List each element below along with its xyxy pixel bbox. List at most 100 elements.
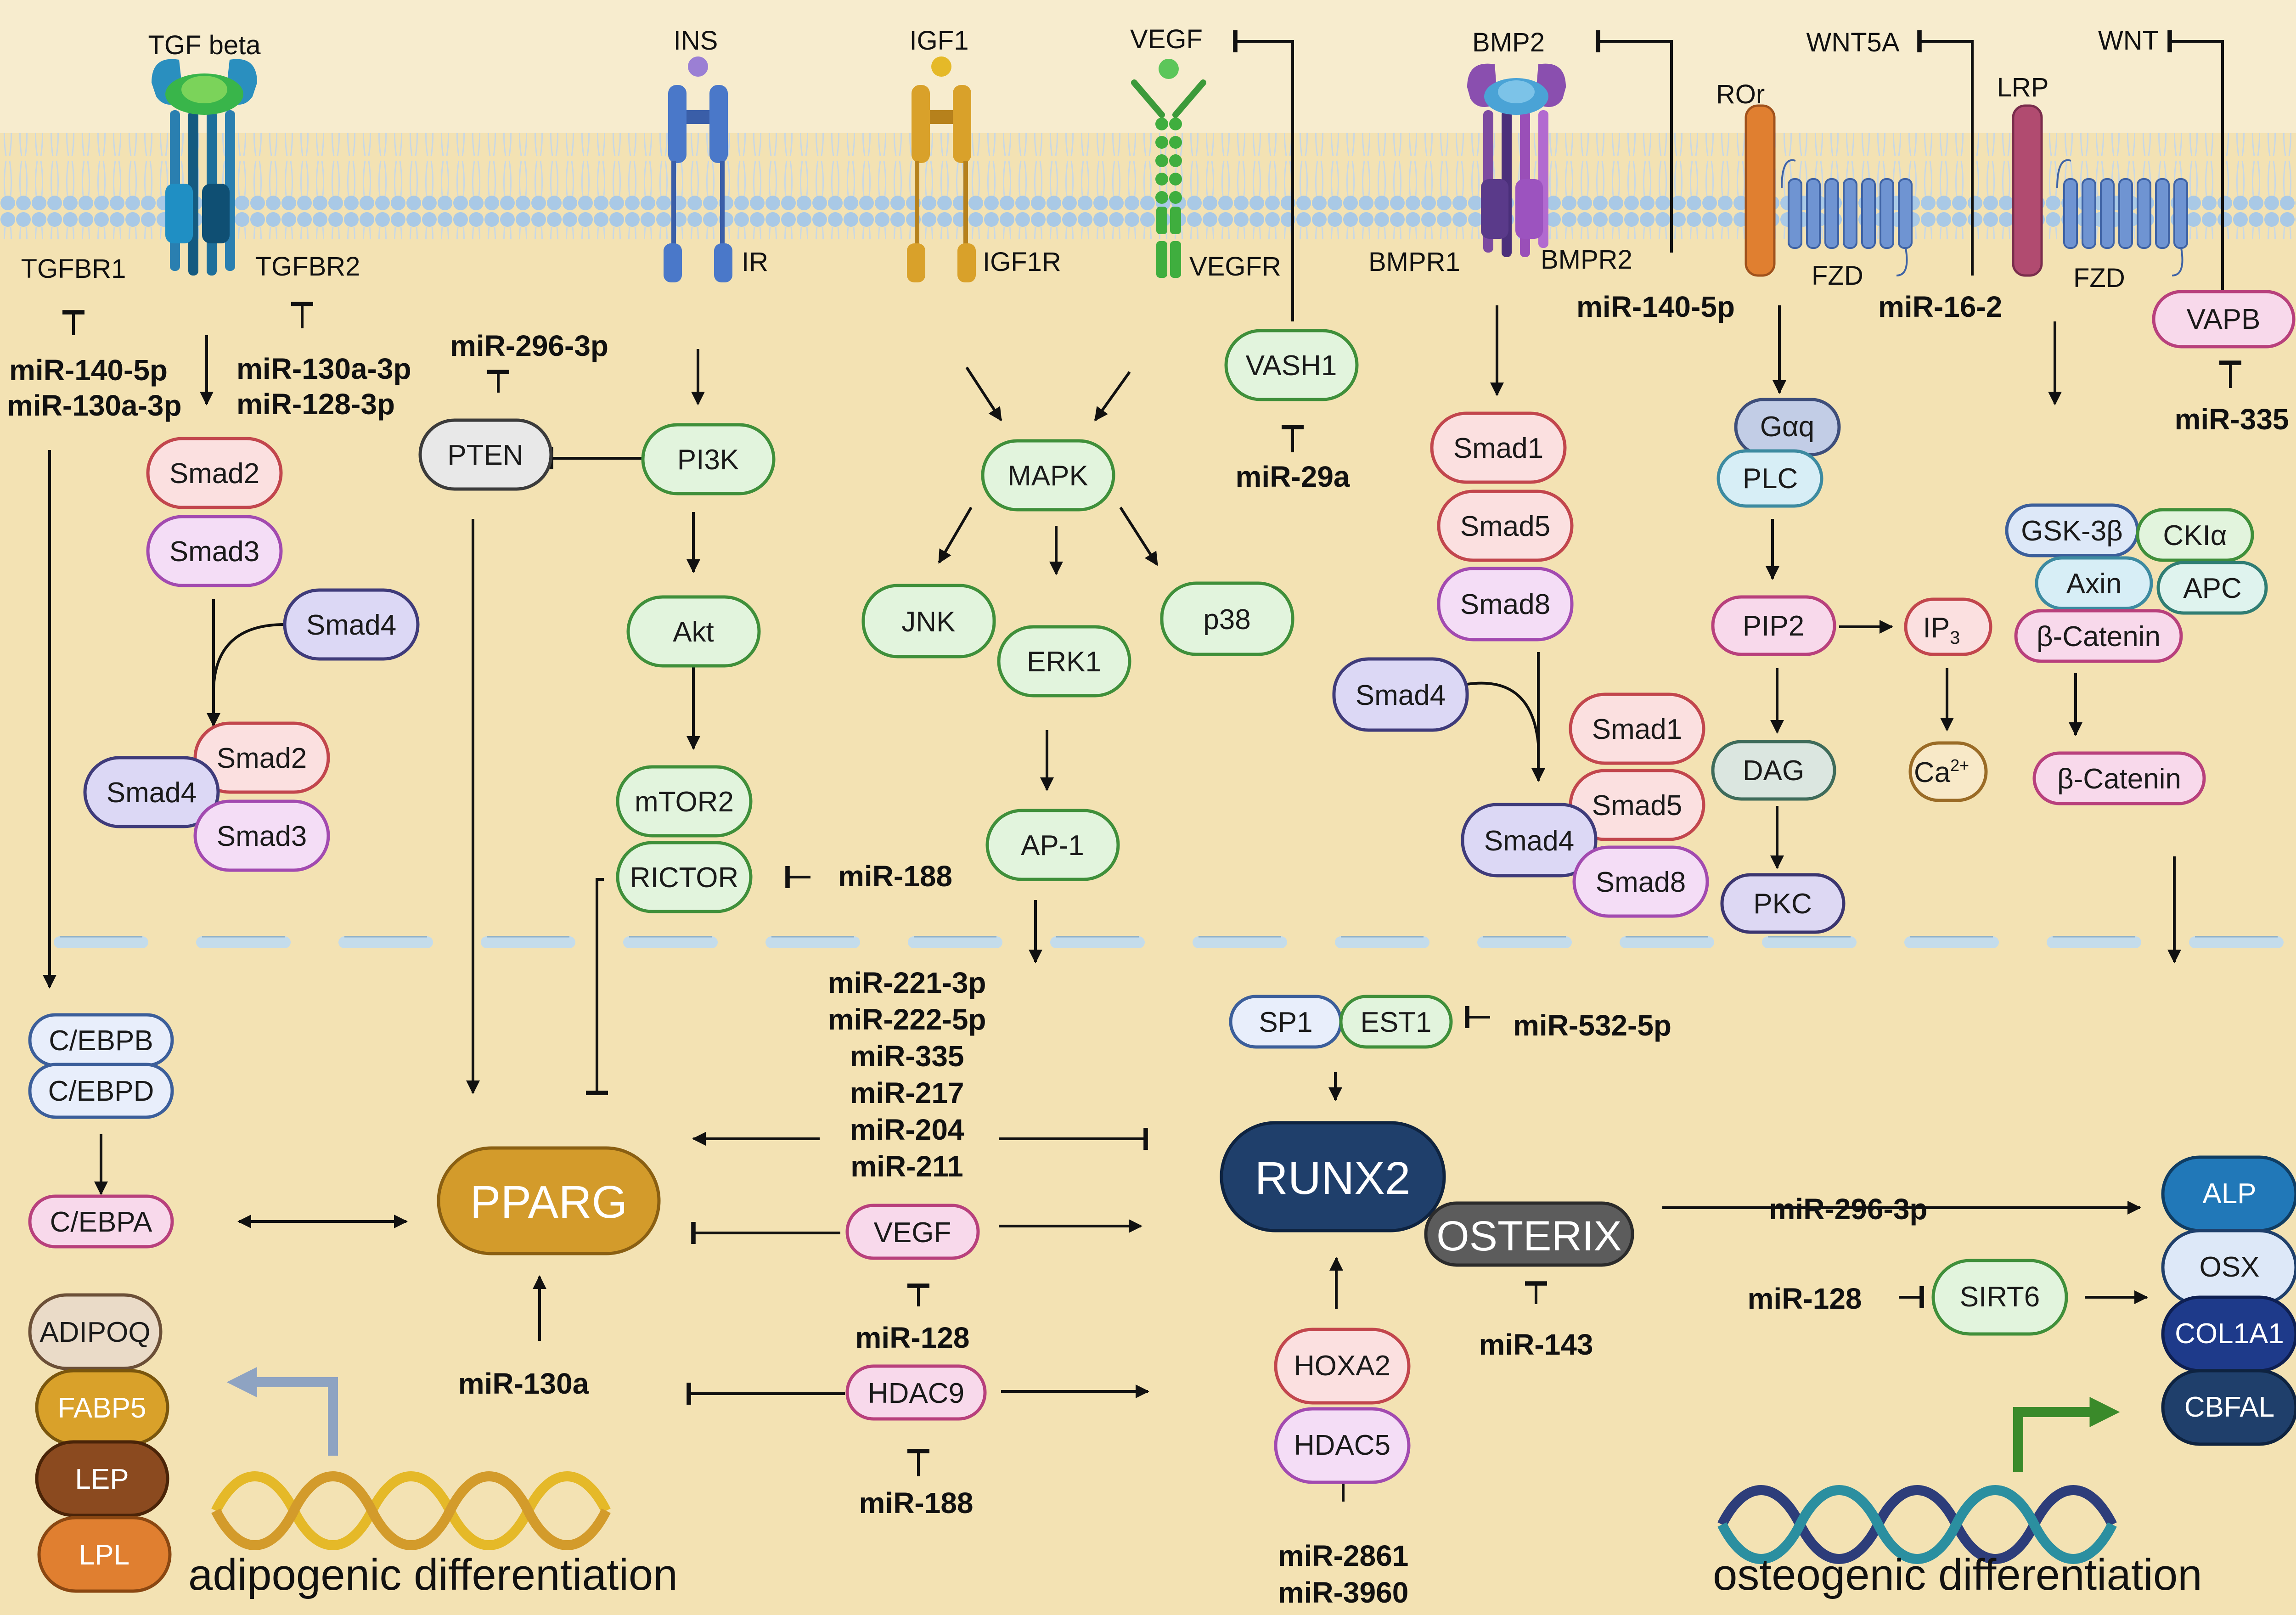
igf1r-label: IGF1R	[983, 247, 1061, 277]
igf1-receptor	[907, 56, 976, 282]
tgfbr2-label: TGFBR2	[255, 252, 360, 281]
svg-text:Smad3: Smad3	[169, 536, 259, 568]
mir-143: miR-143	[1479, 1328, 1593, 1361]
svg-text:Ca2+: Ca2+	[1914, 756, 1969, 788]
svg-text:MAPK: MAPK	[1007, 460, 1088, 492]
svg-text:HDAC9: HDAC9	[868, 1378, 964, 1409]
svg-text:Smad2: Smad2	[217, 743, 307, 774]
mir-221-3p: miR-221-3p	[828, 966, 986, 999]
node-smad8-b: Smad8	[1572, 845, 1709, 918]
node-lpl: LPL	[37, 1516, 172, 1593]
fzd-receptor-2	[2056, 159, 2188, 276]
node-sp1: SP1	[1229, 995, 1343, 1049]
node-pi3k: PI3K	[641, 423, 776, 495]
svg-text:mTOR2: mTOR2	[635, 786, 734, 818]
wnt-label: WNT	[2098, 26, 2159, 56]
node-vegf-nuclear: VEGF	[845, 1204, 980, 1260]
svg-text:HDAC5: HDAC5	[1294, 1429, 1390, 1461]
node-pparg: PPARG	[437, 1146, 661, 1255]
node-smad4-a: Smad4	[283, 588, 420, 661]
bmp-receptor-complex	[1467, 63, 1566, 257]
node-lep: LEP	[35, 1440, 169, 1517]
node-gsk3b: GSK-3β	[2005, 503, 2139, 557]
svg-text:GSK-3β: GSK-3β	[2021, 515, 2123, 547]
node-axin: Axin	[2035, 556, 2153, 610]
fzd-label-1: FZD	[1812, 261, 1863, 291]
svg-text:C/EBPD: C/EBPD	[48, 1075, 154, 1107]
node-smad3-a: Smad3	[146, 515, 283, 587]
svg-text:LEP: LEP	[75, 1463, 129, 1495]
node-smad1-a: Smad1	[1430, 411, 1567, 484]
wnt5a-label: WNT5A	[1806, 28, 1900, 57]
svg-text:PTEN: PTEN	[447, 439, 523, 471]
fzd-label-2: FZD	[2073, 263, 2125, 293]
svg-text:PI3K: PI3K	[677, 444, 739, 476]
svg-text:OSX: OSX	[2200, 1251, 2260, 1283]
svg-text:AP-1: AP-1	[1021, 830, 1084, 861]
svg-text:RUNX2: RUNX2	[1255, 1153, 1411, 1204]
svg-text:Smad4: Smad4	[306, 609, 396, 641]
mir-296-3p-a: miR-296-3p	[450, 329, 608, 362]
mir-335-a: miR-335	[2175, 403, 2289, 436]
node-rictor: RICTOR	[616, 841, 753, 913]
mir-130a-3p-b: miR-130a-3p	[236, 352, 411, 385]
node-bcatenin-b: β-Catenin	[2032, 751, 2206, 805]
mir-188-b: miR-188	[859, 1486, 974, 1519]
svg-text:FABP5: FABP5	[58, 1392, 146, 1424]
svg-text:VAPB: VAPB	[2187, 304, 2261, 335]
svg-text:VASH1: VASH1	[1246, 350, 1337, 382]
svg-text:PIP2: PIP2	[1743, 610, 1804, 642]
node-smad5-a: Smad5	[1437, 490, 1574, 562]
node-apc: APC	[2156, 561, 2268, 615]
svg-text:ADIPOQ: ADIPOQ	[39, 1317, 150, 1348]
node-alp: ALP	[2161, 1155, 2296, 1232]
node-hoxa2: HOXA2	[1274, 1328, 1411, 1405]
node-smad2-a: Smad2	[146, 437, 283, 509]
svg-text:IP3: IP3	[1923, 612, 1960, 648]
mir-204: miR-204	[850, 1113, 964, 1146]
node-cebpb: C/EBPB	[28, 1013, 174, 1067]
ins-label: INS	[674, 26, 718, 56]
node-ckia: CKIα	[2136, 508, 2254, 562]
svg-text:Smad1: Smad1	[1592, 714, 1682, 745]
svg-text:Smad2: Smad2	[169, 458, 259, 490]
node-hdac9: HDAC9	[845, 1364, 987, 1421]
node-ap1: AP-1	[985, 809, 1120, 881]
edge-mir140-bmp2	[1596, 30, 1673, 253]
svg-text:PKC: PKC	[1753, 888, 1812, 920]
cell-membrane	[0, 133, 2296, 239]
node-osterix: OSTERIX	[1424, 1201, 1634, 1267]
svg-text:Smad1: Smad1	[1453, 433, 1543, 464]
edge-mir16-wnt5a	[1917, 30, 1974, 276]
svg-text:Smad5: Smad5	[1592, 790, 1682, 822]
node-smad8-a: Smad8	[1437, 567, 1574, 641]
node-osx: OSX	[2161, 1229, 2296, 1306]
node-mapk: MAPK	[981, 439, 1115, 512]
svg-text:Smad8: Smad8	[1460, 589, 1550, 620]
svg-text:VEGF: VEGF	[874, 1217, 951, 1249]
node-cebpd: C/EBPD	[28, 1063, 174, 1119]
node-erk1: ERK1	[997, 625, 1131, 698]
node-ca2: Ca2+	[1908, 741, 1988, 802]
mir-140-5p-a: miR-140-5p	[9, 354, 168, 387]
node-smad4-d: Smad4	[1461, 803, 1598, 878]
fzd-receptor-1	[1781, 159, 1913, 276]
svg-text:HOXA2: HOXA2	[1294, 1350, 1390, 1382]
ror-label: ROr	[1716, 79, 1765, 109]
node-p38: p38	[1160, 581, 1294, 656]
node-fabp5: FABP5	[35, 1369, 169, 1446]
mir-130a: miR-130a	[458, 1367, 589, 1400]
node-col1a1: COL1A1	[2161, 1295, 2296, 1373]
adipogenic-caption: adipogenic differentiation	[188, 1550, 678, 1599]
tgfbr1-label: TGFBR1	[21, 254, 126, 284]
svg-text:Gαq: Gαq	[1760, 411, 1815, 443]
svg-text:ERK1: ERK1	[1027, 646, 1101, 678]
node-smad2-b: Smad2	[193, 721, 330, 794]
mir-296-3p-b: miR-296-3p	[1769, 1193, 1928, 1226]
svg-text:C/EBPB: C/EBPB	[49, 1025, 153, 1057]
bmp2-label: BMP2	[1472, 28, 1545, 57]
svg-text:JNK: JNK	[901, 606, 955, 638]
svg-text:p38: p38	[1203, 604, 1250, 636]
